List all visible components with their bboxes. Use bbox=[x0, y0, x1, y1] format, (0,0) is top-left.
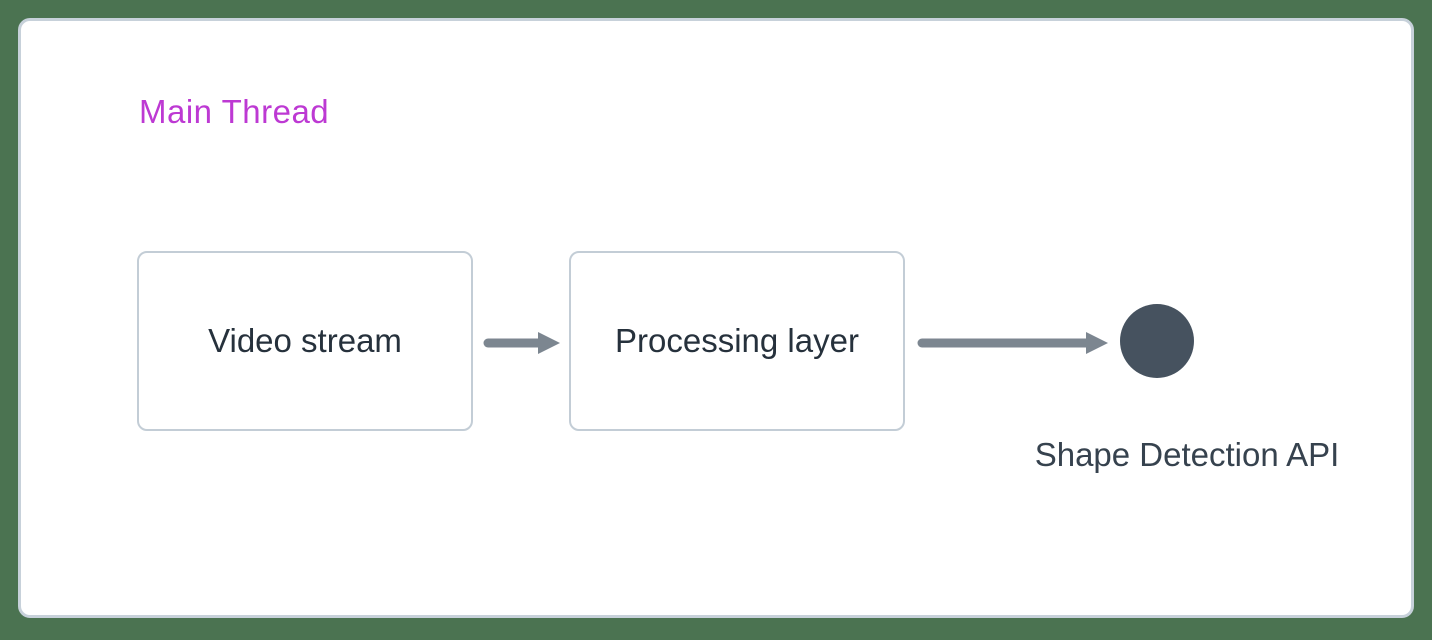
arrow-right-icon bbox=[917, 332, 1108, 354]
node-video-stream-label: Video stream bbox=[208, 322, 402, 359]
panel-title: Main Thread bbox=[139, 93, 330, 130]
endpoint-dot-icon bbox=[1120, 304, 1194, 378]
main-thread-panel: Main Thread Video stream Processing laye… bbox=[18, 18, 1414, 618]
arrow-right-icon bbox=[483, 332, 560, 354]
node-video-stream: Video stream bbox=[137, 251, 473, 431]
endpoint-label: Shape Detection API bbox=[1034, 436, 1340, 473]
node-processing-layer-label: Processing layer bbox=[615, 322, 859, 359]
node-processing-layer: Processing layer bbox=[569, 251, 905, 431]
